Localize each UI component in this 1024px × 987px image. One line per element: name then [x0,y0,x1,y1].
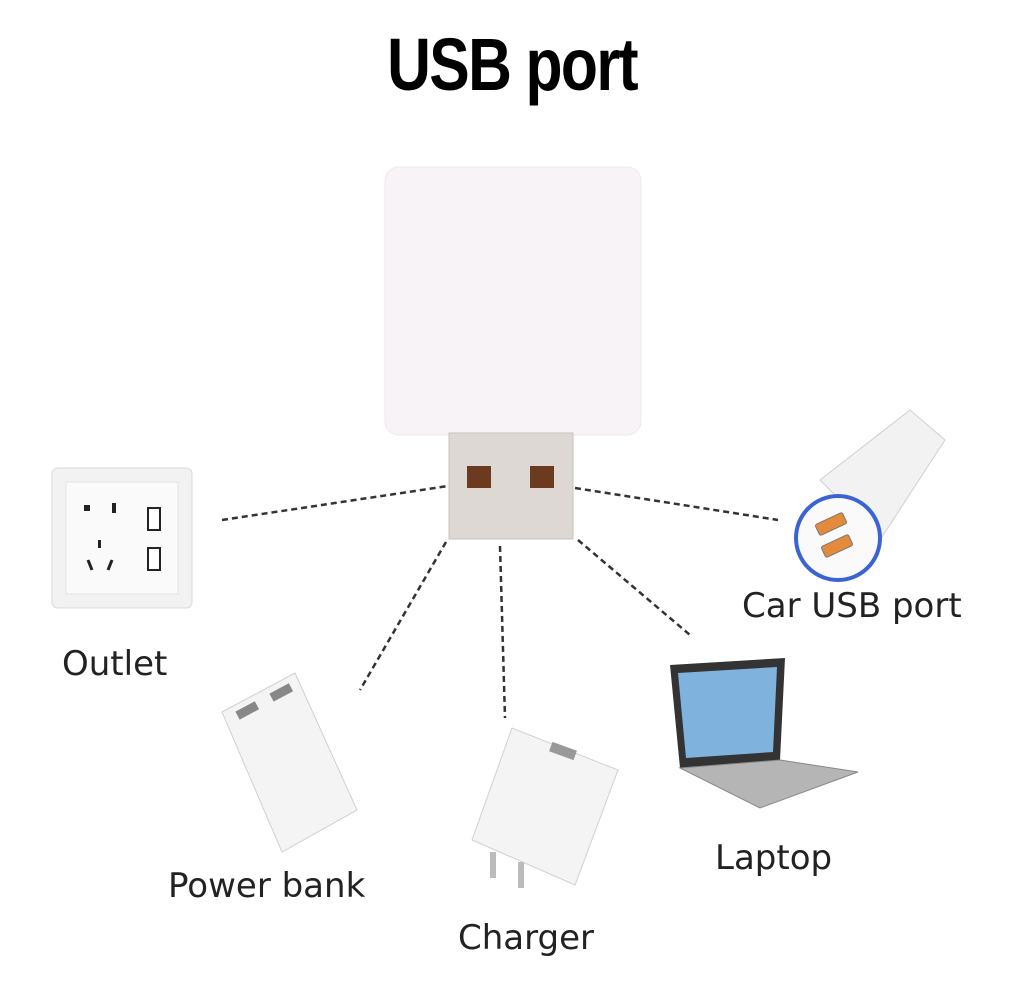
outlet-label: Outlet [62,644,168,684]
connector-line-power-bank [358,541,448,691]
connector-line-car [574,486,779,522]
outlet-icon [51,467,193,609]
connector-line-outlet [221,484,449,522]
connector-line-laptop [577,539,691,636]
page-title: USB port [387,23,638,106]
car-charger-icon [794,409,946,582]
laptop-icon [670,658,859,809]
charger-label: Charger [458,918,594,958]
car-usb-port-label: Car USB port [742,586,962,626]
laptop-label: Laptop [715,838,833,878]
usb-lamp [384,166,642,540]
power-bank-icon [221,672,358,853]
charger-icon [471,727,619,888]
power-bank-label: Power bank [168,866,366,906]
connector-line-charger [498,545,507,719]
